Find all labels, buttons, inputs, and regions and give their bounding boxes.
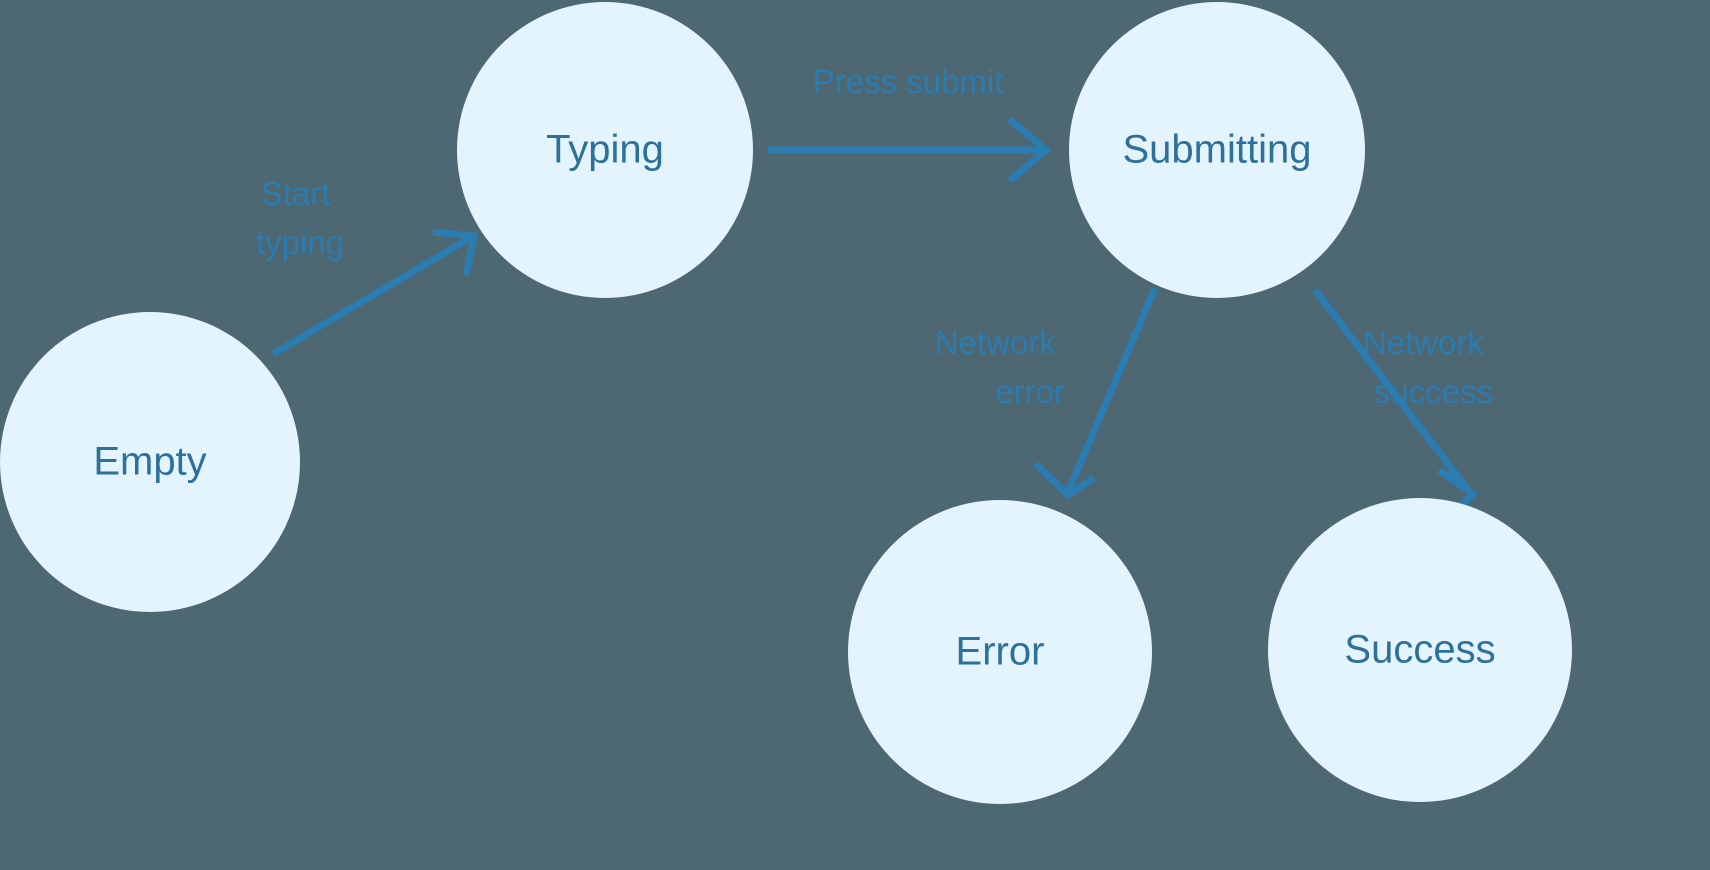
edge-label-network-error: Network error <box>935 324 1065 410</box>
edge-network-success-line <box>1312 287 1471 493</box>
edge-label-start-typing-line2: typing <box>256 224 344 261</box>
edge-press-submit <box>768 116 1052 184</box>
edge-start-typing <box>271 228 479 358</box>
edge-label-press-submit: Press submit <box>813 63 1004 100</box>
edge-network-error-arrowhead <box>1033 461 1096 500</box>
node-success-circle[interactable] <box>1268 498 1572 802</box>
node-success[interactable]: Success <box>1268 498 1572 802</box>
edge-label-network-success: Network success <box>1363 324 1493 410</box>
node-empty[interactable]: Empty <box>0 312 300 612</box>
edge-label-press-submit-line1: Press submit <box>813 63 1004 100</box>
edge-label-network-error-line2: error <box>995 373 1065 410</box>
edge-network-error <box>1033 286 1159 500</box>
node-error[interactable]: Error <box>848 500 1152 804</box>
edge-label-start-typing: Start typing <box>256 175 344 261</box>
node-error-label: Error <box>956 630 1045 674</box>
node-error-circle[interactable] <box>848 500 1152 804</box>
node-success-label: Success <box>1344 628 1495 672</box>
node-typing[interactable]: Typing <box>457 2 753 298</box>
edge-start-typing-line <box>271 234 472 358</box>
edge-network-error-line <box>1064 286 1159 494</box>
node-submitting[interactable]: Submitting <box>1069 2 1365 298</box>
node-empty-circle[interactable] <box>0 312 300 612</box>
edge-press-submit-arrowhead <box>1006 116 1052 184</box>
edge-label-network-error-line1: Network <box>935 324 1057 361</box>
edge-label-network-success-line2: success <box>1374 373 1493 410</box>
node-submitting-circle[interactable] <box>1069 2 1365 298</box>
node-typing-circle[interactable] <box>457 2 753 298</box>
edge-start-typing-arrowhead <box>432 228 479 276</box>
node-empty-label: Empty <box>93 440 206 484</box>
edge-label-start-typing-line1: Start <box>261 175 331 212</box>
node-submitting-label: Submitting <box>1123 128 1312 172</box>
node-typing-label: Typing <box>546 128 664 172</box>
edge-label-network-success-line1: Network <box>1363 324 1485 361</box>
